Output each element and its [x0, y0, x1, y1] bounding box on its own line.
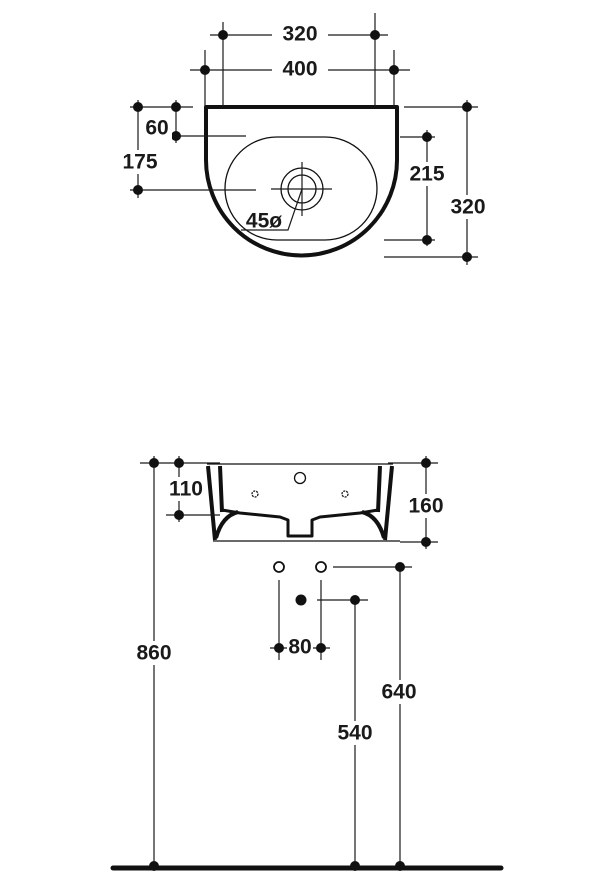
dim-inner-height: 110 — [169, 478, 203, 501]
dim-dot — [370, 30, 380, 40]
dim-lines-supply — [270, 566, 412, 866]
dim-dot — [133, 102, 143, 112]
dim-dot — [218, 30, 228, 40]
dim-dot — [389, 65, 399, 75]
dim-fixing-distance: 320 — [282, 23, 317, 46]
dim-lines-left — [130, 100, 256, 198]
dim-width: 400 — [282, 58, 317, 81]
dim-supply-height: 640 — [381, 681, 416, 704]
dim-tap-hole-offset: 60 — [145, 117, 168, 140]
dim-dot — [422, 132, 432, 142]
dim-line-400 — [190, 50, 410, 107]
dim-dot — [274, 643, 284, 653]
dim-dot — [133, 185, 143, 195]
dim-drain-offset: 175 — [122, 151, 157, 174]
dim-depth: 320 — [450, 196, 485, 219]
dim-dot — [149, 458, 159, 468]
dim-dot — [395, 562, 405, 572]
dim-supply-spacing: 80 — [288, 636, 311, 659]
supply-pipe-right — [315, 561, 327, 573]
dim-bowl-depth: 215 — [409, 163, 444, 186]
bowl-outline — [224, 136, 378, 241]
dim-dot — [350, 861, 360, 871]
dim-dot — [421, 458, 431, 468]
dim-dot — [200, 65, 210, 75]
front-view: 110 860 160 80 540 640 — [110, 456, 504, 871]
dim-height: 160 — [408, 495, 443, 518]
dim-dot — [421, 537, 431, 547]
basin-left-wall — [206, 465, 239, 541]
dim-install-height: 860 — [136, 642, 171, 665]
dim-dot — [395, 861, 405, 871]
waste-pipe — [295, 594, 307, 606]
dim-dot — [171, 131, 181, 141]
basin-outline-top — [204, 105, 399, 258]
drain-leader — [241, 188, 303, 231]
dim-dot — [316, 643, 326, 653]
dim-drain-diameter: 45ø — [246, 210, 282, 233]
fixing-hole — [341, 490, 349, 498]
bowl-bottom — [221, 508, 379, 538]
top-view: 45ø 320 400 60 175 215 320 — [120, 13, 490, 265]
dim-dot — [422, 235, 432, 245]
tap-hole — [293, 471, 307, 485]
dim-dot — [171, 102, 181, 112]
dim-dot — [462, 102, 472, 112]
supply-pipe-left — [273, 561, 285, 573]
dim-waste-height: 540 — [337, 722, 372, 745]
dim-dot — [462, 252, 472, 262]
dim-dot — [174, 510, 184, 520]
fixing-hole — [251, 490, 259, 498]
dim-dot — [149, 861, 159, 871]
dim-dot — [174, 458, 184, 468]
basin-right-wall — [361, 465, 394, 541]
dim-line-320-top — [210, 13, 388, 107]
dim-dot — [350, 595, 360, 605]
